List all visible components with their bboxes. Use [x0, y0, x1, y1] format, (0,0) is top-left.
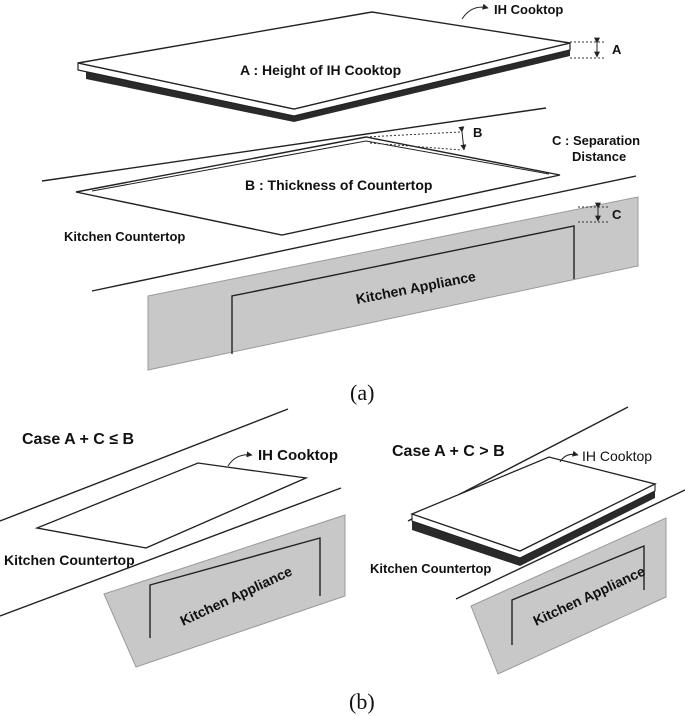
- countertop-front-edge: [91, 175, 637, 292]
- caption-b: (b): [349, 689, 375, 714]
- dim-c-label: C: [612, 207, 622, 222]
- label-kitchen-countertop: Kitchen Countertop: [64, 229, 185, 244]
- ih-cooktop-leader-arrow-right: [559, 450, 579, 463]
- countertop-label-right: Kitchen Countertop: [370, 561, 491, 576]
- dim-b-label: B: [473, 125, 482, 140]
- dim-b-arrow: [458, 126, 467, 151]
- panel-b-left: Kitchen Appliance IH Cooktop Case A + C …: [0, 408, 346, 668]
- ih-cooktop-a: A : Height of IH Cooktop IH Cooktop: [77, 2, 571, 122]
- appliance-body-left: [103, 514, 346, 668]
- appliance-body: [147, 196, 639, 371]
- cooktop-dark-base-right: [412, 490, 655, 566]
- cooktop-dark-base: [86, 48, 570, 122]
- ih-cooktop-label-left: IH Cooktop: [258, 447, 338, 464]
- appliance-opening: [231, 225, 575, 354]
- countertop-back-edge: [41, 107, 547, 182]
- appliance-opening-left: [149, 537, 321, 638]
- label-height-of-ih-cooktop: A : Height of IH Cooktop: [240, 62, 401, 78]
- cutout-inner-edge: [91, 140, 550, 192]
- ih-cooktop-label-right: IH Cooktop: [582, 448, 652, 464]
- caption-a: (a): [350, 380, 374, 405]
- ih-cooktop-leader-arrow-left: [227, 451, 253, 467]
- ih-cooktop-label: IH Cooktop: [494, 2, 563, 17]
- appliance-a: Kitchen Appliance: [147, 196, 639, 371]
- cooktop-edge-left: [36, 477, 307, 549]
- case-title-left: Case A + C ≤ B: [22, 431, 134, 448]
- label-separation: C : Separation: [552, 133, 640, 148]
- panel-b-right: Kitchen Appliance IH Cooktop Case A + C …: [370, 406, 685, 675]
- countertop-back-edge-left: [0, 408, 289, 522]
- dim-b-guide-bottom: [369, 142, 463, 151]
- panel-a: Kitchen Appliance B : Thickness of Count…: [41, 2, 640, 405]
- case-title-right: Case A + C > B: [392, 443, 505, 460]
- appliance-opening-right: [511, 544, 645, 645]
- ih-cooktop-leader-arrow: [461, 3, 489, 20]
- dim-a-label: A: [612, 42, 622, 57]
- cooktop-top-right: [410, 456, 657, 552]
- countertop-cutout: [75, 136, 561, 236]
- countertop-front-edge-left: [0, 487, 342, 617]
- dim-b-guide-top: [365, 131, 461, 138]
- dimension-c: C C : Separation Distance: [552, 133, 640, 223]
- countertop-label-left: Kitchen Countertop: [4, 552, 135, 568]
- label-distance: Distance: [572, 149, 626, 164]
- countertop-front-edge-right: [455, 489, 685, 600]
- countertop-a: B : Thickness of Countertop Kitchen Coun…: [41, 107, 637, 292]
- dimension-b: B: [365, 125, 482, 151]
- cooktop-top-surface: [77, 11, 571, 110]
- dimension-a: A: [570, 37, 622, 59]
- label-thickness-of-countertop: B : Thickness of Countertop: [245, 177, 432, 193]
